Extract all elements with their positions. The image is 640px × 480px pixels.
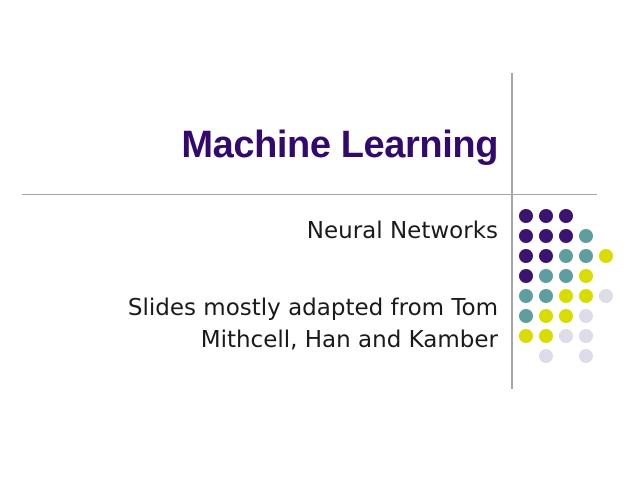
dot-purple (559, 209, 573, 223)
dot-teal (539, 289, 553, 303)
slide-subtitle-container: Neural Networks Slides mostly adapted fr… (60, 215, 498, 356)
dot-lavender (579, 349, 593, 363)
dot-teal (559, 249, 573, 263)
dot-teal (579, 229, 593, 243)
dot-purple (539, 249, 553, 263)
dot-purple (519, 229, 533, 243)
dot-purple (519, 209, 533, 223)
dot-teal (559, 269, 573, 283)
dot-lavender (579, 309, 593, 323)
decorative-dot-grid (519, 209, 629, 379)
subtitle-line-attribution-2: Mithcell, Han and Kamber (200, 327, 498, 353)
dot-yellow (599, 249, 613, 263)
dot-purple (539, 229, 553, 243)
subtitle-line-attribution-1: Slides mostly adapted from Tom (127, 295, 498, 321)
dot-purple (519, 269, 533, 283)
dot-teal (539, 269, 553, 283)
dot-yellow (579, 269, 593, 283)
dot-teal (519, 289, 533, 303)
dot-yellow (559, 309, 573, 323)
subtitle-line-topic: Neural Networks (306, 218, 498, 244)
dot-purple (559, 229, 573, 243)
dot-purple (539, 209, 553, 223)
slide-title: Machine Learning (181, 124, 498, 166)
subtitle-spacer (60, 247, 498, 292)
dot-yellow (539, 329, 553, 343)
dot-teal (519, 309, 533, 323)
horizontal-divider-rule (22, 194, 597, 195)
dot-teal (579, 249, 593, 263)
dot-yellow (539, 309, 553, 323)
dot-yellow (579, 289, 593, 303)
dot-lavender (599, 289, 613, 303)
slide-title-container: Machine Learning (40, 126, 498, 164)
dot-yellow (559, 289, 573, 303)
dot-lavender (559, 329, 573, 343)
dot-yellow (519, 329, 533, 343)
dot-lavender (579, 329, 593, 343)
dot-lavender (539, 349, 553, 363)
vertical-divider-rule (511, 73, 513, 389)
dot-purple (519, 249, 533, 263)
